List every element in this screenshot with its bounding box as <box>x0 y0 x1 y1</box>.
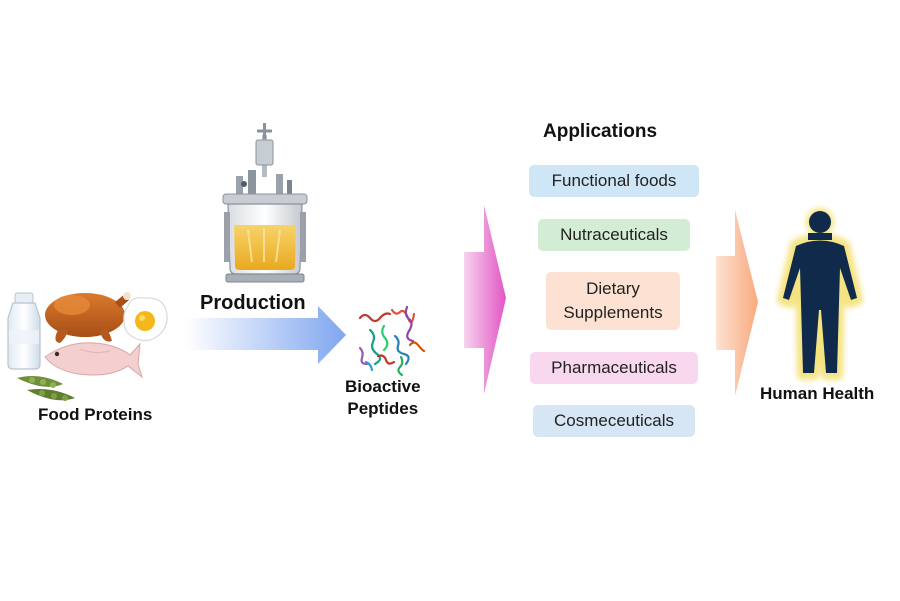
application-box-functional-foods: Functional foods <box>529 165 699 197</box>
application-label: Cosmeceuticals <box>554 411 674 430</box>
fish-icon <box>44 342 143 379</box>
human-figure-icon <box>777 208 863 380</box>
peptides-label-line2: Peptides <box>347 399 419 418</box>
application-label: Pharmaceuticals <box>551 358 677 377</box>
bioreactor-icon <box>222 123 308 283</box>
food-proteins-illustration <box>7 292 168 401</box>
applications-arrow <box>464 205 506 394</box>
production-arrow <box>185 306 346 364</box>
application-label: Functional foods <box>551 171 677 190</box>
application-box-dietary-supplements: Dietary Supplements <box>546 272 680 330</box>
application-box-cosmeceuticals: Cosmeceuticals <box>533 405 695 437</box>
peptide-chains-icon <box>358 305 426 377</box>
soybean-pods-icon <box>17 376 75 401</box>
application-label-line2: Supplements <box>563 303 663 322</box>
application-label-line1: Dietary <box>586 279 640 298</box>
peptides-label-line1: Bioactive <box>345 377 421 396</box>
applications-title: Applications <box>543 121 658 142</box>
peptides-label: Bioactive Peptides <box>345 376 421 420</box>
health-arrow <box>716 210 758 396</box>
application-box-nutraceuticals: Nutraceuticals <box>538 219 690 251</box>
roast-chicken-icon <box>45 292 131 343</box>
application-box-pharmaceuticals: Pharmaceuticals <box>530 352 698 384</box>
application-label: Nutraceuticals <box>560 225 668 244</box>
milk-bottle-icon <box>7 292 41 370</box>
human-health-label: Human Health <box>760 384 875 403</box>
food-proteins-label: Food Proteins <box>38 405 153 424</box>
production-label: Production <box>200 292 306 314</box>
fried-egg-icon <box>123 297 168 342</box>
